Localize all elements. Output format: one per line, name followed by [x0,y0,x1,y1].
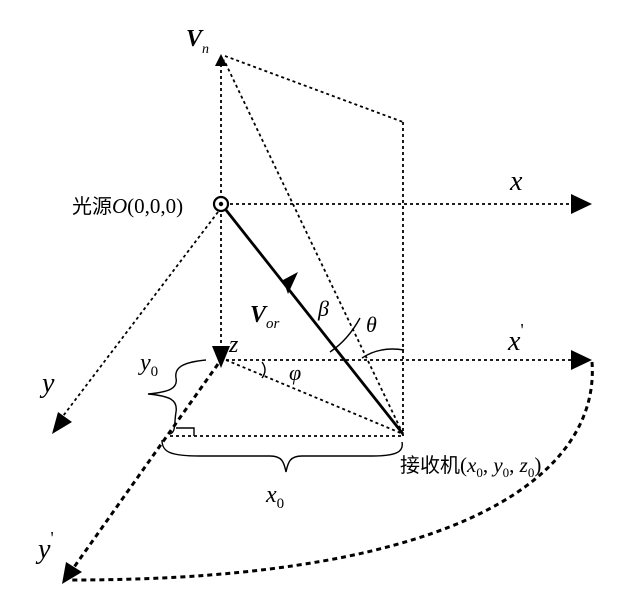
right-angle-marker [176,427,195,436]
vor-arrowhead [283,272,298,294]
receiver-to-vn-line [223,59,404,435]
x-prime-arrowhead [571,350,592,370]
rotation-arc [71,361,594,582]
y-arrowhead [52,412,72,434]
x-arrowhead [571,194,592,214]
z-axis-label: z [228,332,239,358]
vn-arrowhead [215,54,227,66]
y-prime-axis-label: y' [35,528,54,565]
y-axis-label: y [39,368,55,399]
z-arrowhead [212,346,230,368]
vor-label: Vor [250,302,280,332]
beta-label: β [317,296,329,321]
x0-label: x0 [265,482,284,512]
x-prime-axis-label: x' [507,320,524,357]
y-prime-axis-line [70,363,220,571]
y-axis-line [59,211,219,421]
vn-label: Vn [186,26,209,57]
vor-vector-line [224,209,405,435]
receiver-label: 接收机(x0, y0, z0) [400,453,541,480]
y-prime-arrowhead [62,562,82,584]
theta-arc [361,348,405,359]
x0-brace [161,439,403,473]
beta-arc [329,317,361,353]
z-to-receiver-line [225,359,404,435]
theta-label: θ [366,312,377,337]
phi-arc [261,361,266,379]
phi-label: φ [289,360,301,385]
x-axis-label: x [509,166,523,197]
plane-top-edge [224,55,404,123]
y0-brace [147,359,207,435]
light-source-label: 光源O(0,0,0) [72,194,183,218]
light-source-dot [218,201,224,207]
y0-label: y0 [138,350,158,380]
